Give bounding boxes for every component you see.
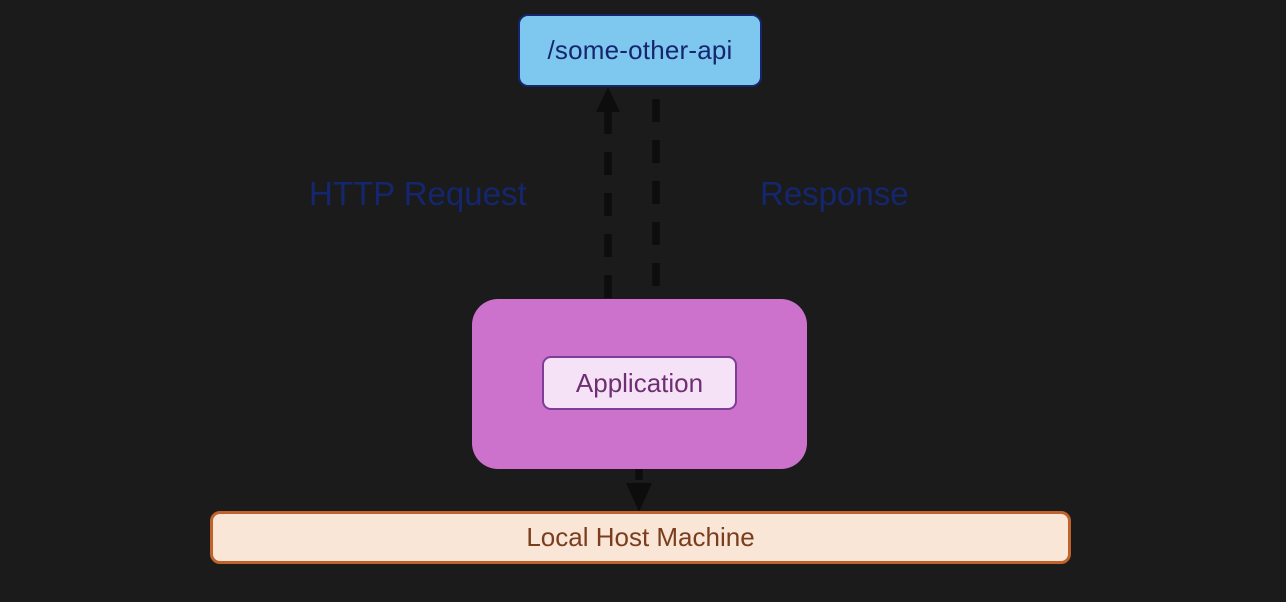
edge-application-to-host-arrowhead (626, 483, 652, 512)
node-application[interactable]: Application (542, 356, 737, 410)
edge-label-http-request: HTTP Request (309, 175, 527, 212)
edge-http-request-arrowhead (596, 87, 620, 112)
node-some-other-api[interactable]: /some-other-api (518, 14, 762, 87)
node-local-host-machine[interactable]: Local Host Machine (210, 511, 1071, 564)
edge-label-response: Response (760, 175, 909, 212)
